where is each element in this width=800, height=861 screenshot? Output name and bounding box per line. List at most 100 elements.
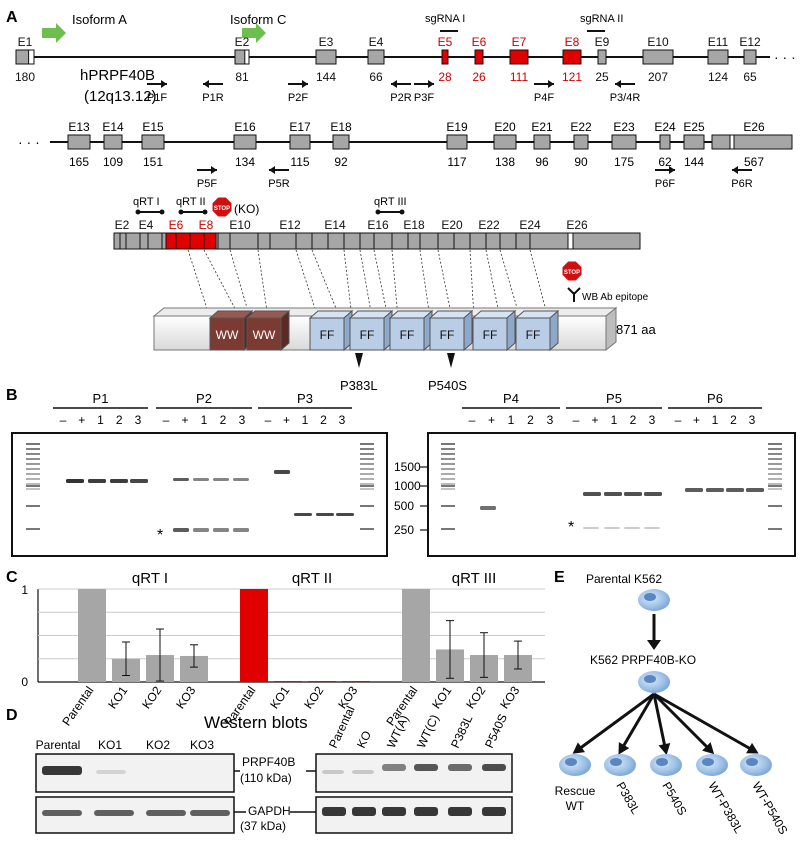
exon-size: 96 [535, 155, 549, 169]
ladder-size-label: 250 [394, 523, 414, 537]
group-label: P3 [297, 391, 313, 406]
transcript-exon-label: E4 [139, 218, 154, 232]
lane-label: + [181, 413, 188, 427]
isoform-a-label: Isoform A [72, 12, 127, 27]
scheme-target-label-2: WT [566, 799, 585, 813]
qrt-category-label: KO2 [301, 683, 326, 711]
qrt-bar [240, 589, 268, 682]
qrt-category-label: Parental [59, 684, 96, 729]
sgrna-1-label: sgRNA I [425, 13, 465, 25]
ko-label: (KO) [234, 202, 259, 216]
gene-name: hPRPF40B [80, 67, 155, 84]
domain-label: WW [216, 328, 239, 342]
cell-scheme: Parental K562 K562 PRPF40B-KO [586, 572, 696, 693]
gene-locus: (12q13.12) [84, 88, 157, 105]
exon-size: 66 [369, 70, 383, 84]
ff-domain-4: FF [428, 309, 474, 352]
lane-label: + [693, 413, 700, 427]
cell-icon [696, 754, 728, 776]
exon-label: E4 [369, 35, 384, 49]
scheme-target-label: WT-P540S [749, 780, 790, 837]
transcript-exon-label: E18 [403, 218, 425, 232]
ladder-size-label: 500 [394, 499, 414, 513]
exon-size: 92 [334, 155, 348, 169]
lane-label: 3 [749, 413, 756, 427]
gel-left-asterisk: * [157, 527, 163, 544]
exon-size: 207 [648, 70, 668, 84]
exon-label: E26 [743, 120, 765, 134]
qrt-2-label: qRT II [176, 196, 206, 208]
primer-p1r: P1R [202, 80, 224, 104]
isoform-c-arrow-icon [242, 23, 266, 43]
ff-domain-3: FF [388, 309, 434, 352]
prpf40b-label: PRPF40B [242, 755, 295, 769]
exon-size: 65 [743, 70, 757, 84]
western-bands [42, 764, 506, 816]
qrt-category-label: KO3 [497, 683, 522, 711]
exon-label: E6 [472, 35, 487, 49]
blot-prpf40b-right [315, 753, 513, 793]
lane-label: + [591, 413, 598, 427]
domain-label: FF [360, 328, 375, 342]
western-lane-label: Parental [36, 738, 81, 752]
qrt-category-label: KO3 [173, 683, 198, 711]
qrt-category-label: KO1 [267, 683, 292, 711]
exon-label: E3 [319, 35, 334, 49]
exon-size: 124 [708, 70, 728, 84]
lane-label: 3 [547, 413, 554, 427]
western-lane-label: Parental [326, 704, 358, 750]
exon-domain-mapping-lines [187, 249, 549, 319]
group-label: P1 [93, 391, 109, 406]
exon-label: E18 [330, 120, 352, 134]
mutation-1-marker [355, 353, 363, 368]
western-lane-label: P383L [448, 713, 475, 751]
exon-size: 180 [15, 70, 35, 84]
exon-label: E2 [235, 35, 250, 49]
exon-label: E20 [494, 120, 516, 134]
qrt-bar [342, 681, 370, 683]
antibody-icon [567, 287, 581, 302]
qrt-group-title: qRT III [452, 570, 496, 587]
y-tick-label: 0 [21, 675, 28, 689]
primer-p6f: P6F [655, 166, 675, 190]
qrt-group-title: qRT II [292, 570, 332, 587]
exon-size: 117 [447, 155, 466, 169]
primer-p5r: P5R [268, 166, 290, 190]
western-title: Western blots [204, 713, 308, 732]
qrt-3-label: qRT III [374, 196, 407, 208]
exon-size: 134 [235, 155, 255, 169]
lane-label: + [488, 413, 495, 427]
gel-bands [26, 443, 782, 532]
exon-label: E24 [654, 120, 676, 134]
mutation-2-marker [447, 353, 455, 368]
cell-icon [604, 754, 636, 776]
western-lane-label: KO2 [146, 738, 170, 752]
exon-size: 111 [510, 70, 529, 84]
gene-structure-row-2: · · · [18, 134, 792, 150]
western-lane-label: KO1 [98, 738, 122, 752]
scheme-target-label: Rescue [555, 784, 596, 798]
transcript-exon-label: E2 [115, 218, 130, 232]
primer-p4f: P4F [534, 80, 554, 104]
domain-label: FF [483, 328, 498, 342]
primer-p6r: P6R [731, 166, 753, 190]
cell-icon [650, 754, 682, 776]
qrt-category-label: KO2 [463, 683, 488, 711]
row-2-exons: E13165E14109E15151E16134E17115E1892E1911… [67, 120, 793, 169]
exon-label: E25 [683, 120, 705, 134]
